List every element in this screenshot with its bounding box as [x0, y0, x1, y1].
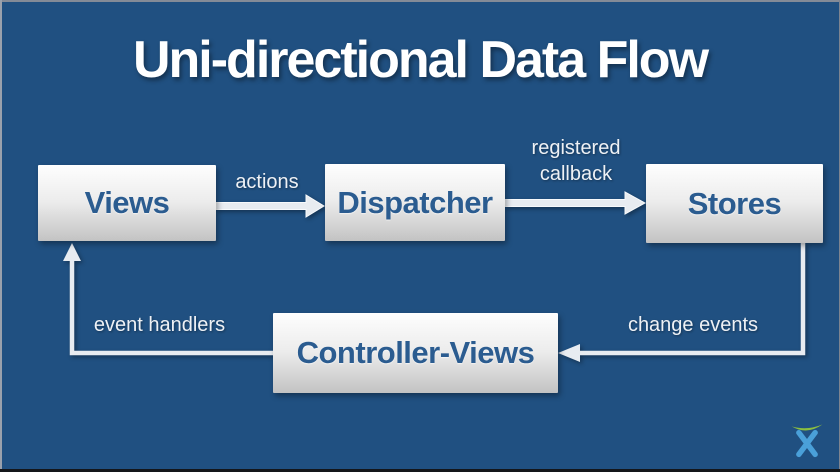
arrow-dispatcher-to-stores	[504, 191, 647, 215]
node-stores-label: Stores	[687, 185, 782, 221]
edge-label-change-events: change events	[627, 314, 759, 336]
arrow-controller-to-views-head	[63, 243, 81, 261]
screen-edge-top	[0, 0, 840, 2]
logo-blue-figure-stroke-2	[796, 429, 818, 458]
atlassian-charlie-logo-icon	[791, 424, 823, 458]
screen-edge-bottom	[0, 469, 840, 472]
node-controller-views: Controller-Views	[273, 313, 558, 393]
node-dispatcher-label: Dispatcher	[337, 184, 493, 220]
node-dispatcher: Dispatcher	[325, 164, 505, 241]
arrow-stores-to-controller-head	[558, 344, 580, 362]
edge-label-registered-callback: registered callback	[531, 137, 621, 185]
edge-label-actions: actions	[235, 171, 299, 193]
arrow-views-to-dispatcher	[215, 194, 325, 218]
node-views-label: Views	[84, 185, 170, 220]
slide-title: Uni-directional Data Flow	[132, 31, 709, 89]
node-stores: Stores	[646, 164, 823, 243]
arrow-controller-to-views-line	[69, 260, 273, 356]
arrow-stores-to-controller-line	[580, 243, 806, 356]
screen-edge-left	[0, 0, 2, 472]
logo-green-arc	[791, 424, 823, 431]
node-views: Views	[38, 165, 216, 241]
edge-label-event-handlers: event handlers	[93, 314, 226, 336]
node-controller-views-label: Controller-Views	[296, 335, 535, 370]
